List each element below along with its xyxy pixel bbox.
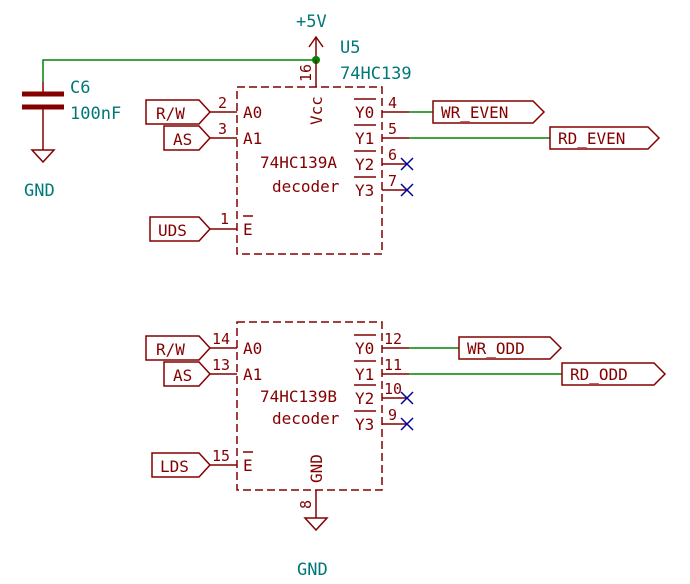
vcc-label: +5V xyxy=(296,12,327,32)
unit-a-pin-a0-number: 2 xyxy=(218,94,227,112)
unit-b-pin-a1-name: A1 xyxy=(243,365,262,384)
vcc-pin-number: 16 xyxy=(297,64,315,82)
unit-b-as-label xyxy=(163,361,212,387)
unit-b-lds-label xyxy=(151,452,212,478)
wr-even-text: WR_EVEN xyxy=(441,103,508,122)
unit-b-pin-y1-name: Y1 xyxy=(355,365,374,384)
unit-a-y3-no-connect xyxy=(400,183,414,197)
u5-gnd-label: GND xyxy=(297,560,328,580)
unit-b-pin-a1-number: 13 xyxy=(212,356,230,374)
vcc-wire xyxy=(42,59,316,82)
unit-b-y3-no-connect xyxy=(400,417,414,431)
unit-a-pin-y0-number: 4 xyxy=(388,94,397,112)
unit-b-pin-e-name: E xyxy=(243,456,253,475)
unit-a-pin-a1-name: A1 xyxy=(243,129,262,148)
unit-b-pin-y0-number: 12 xyxy=(384,330,402,348)
unit-a-pin-y2-name: Y2 xyxy=(355,155,374,174)
unit-b-pin-y3-number: 9 xyxy=(388,406,397,424)
vcc-pin-name: Vcc xyxy=(307,96,326,125)
unit-a-pin-y1-number: 5 xyxy=(388,120,397,138)
gnd-pin-number: 8 xyxy=(297,500,315,509)
unit-a-pin-y2-number: 6 xyxy=(388,146,397,164)
unit-a-uds-text: UDS xyxy=(158,221,187,240)
unit-a-rw-label xyxy=(145,99,212,125)
decoder-unit-a: 16 Vcc R/W 2 A0 AS 3 A1 UDS 1 E 74HC139A… xyxy=(145,60,661,255)
rd-even-label xyxy=(549,126,661,150)
unit-a-body xyxy=(236,86,383,255)
unit-b-name: 74HC139B xyxy=(260,387,337,406)
u5-value: 74HC139 xyxy=(340,64,412,84)
unit-a-pin-a0-name: A0 xyxy=(243,103,262,122)
unit-b-pin-y2-number: 10 xyxy=(384,380,402,398)
unit-b-rw-text: R/W xyxy=(156,340,185,359)
unit-b-body xyxy=(236,321,383,491)
cap-ref: C6 xyxy=(70,78,90,98)
unit-b-pin-e-number: 15 xyxy=(212,447,230,465)
unit-a-y2-no-connect xyxy=(400,157,414,171)
cap-gnd-label: GND xyxy=(24,181,55,201)
rd-odd-label xyxy=(561,362,667,386)
wr-even-label xyxy=(432,100,546,124)
unit-b-y2-no-connect xyxy=(400,391,414,405)
unit-a-pin-e-name: E xyxy=(243,220,253,239)
wr-odd-text: WR_ODD xyxy=(467,339,525,358)
unit-a-pin-y1-name: Y1 xyxy=(355,129,374,148)
unit-b-pin-a0-name: A0 xyxy=(243,339,262,358)
unit-a-pin-a1-number: 3 xyxy=(218,120,227,138)
unit-b-as-text: AS xyxy=(173,366,192,385)
unit-b-pin-a0-number: 14 xyxy=(212,330,230,348)
rd-odd-text: RD_ODD xyxy=(570,365,628,384)
rd-even-text: RD_EVEN xyxy=(558,129,625,148)
wr-odd-label xyxy=(458,336,563,360)
unit-b-lds-text: LDS xyxy=(160,457,189,476)
gnd-pin-name: GND xyxy=(307,454,326,483)
unit-b-pin-y0-name: Y0 xyxy=(355,339,374,358)
u5-ground-symbol xyxy=(303,517,329,532)
cap-ground-symbol xyxy=(30,149,56,164)
unit-b-pin-y2-name: Y2 xyxy=(355,389,374,408)
unit-a-function: decoder xyxy=(272,177,340,196)
capacitor-c6: C6 100nF GND xyxy=(22,78,121,201)
unit-b-pin-y1-number: 11 xyxy=(384,356,402,374)
unit-a-as-text: AS xyxy=(173,130,192,149)
unit-a-as-label xyxy=(163,125,212,151)
cap-value: 100nF xyxy=(70,104,121,124)
unit-b-function: decoder xyxy=(272,409,340,428)
unit-a-uds-label xyxy=(149,216,212,242)
unit-a-name: 74HC139A xyxy=(260,153,337,172)
unit-b-pin-y3-name: Y3 xyxy=(355,415,374,434)
decoder-unit-b: R/W 14 A0 AS 13 A1 LDS 15 E 74HC139B dec… xyxy=(145,321,667,580)
unit-a-pin-y3-name: Y3 xyxy=(355,181,374,200)
vcc-power-symbol: +5V xyxy=(296,12,327,58)
unit-a-rw-text: R/W xyxy=(156,104,185,123)
unit-a-pin-e-number: 1 xyxy=(220,210,229,228)
unit-a-pin-y3-number: 7 xyxy=(388,172,397,190)
unit-b-rw-label xyxy=(145,335,212,361)
u5-ref: U5 xyxy=(340,38,360,58)
unit-a-pin-y0-name: Y0 xyxy=(355,103,374,122)
